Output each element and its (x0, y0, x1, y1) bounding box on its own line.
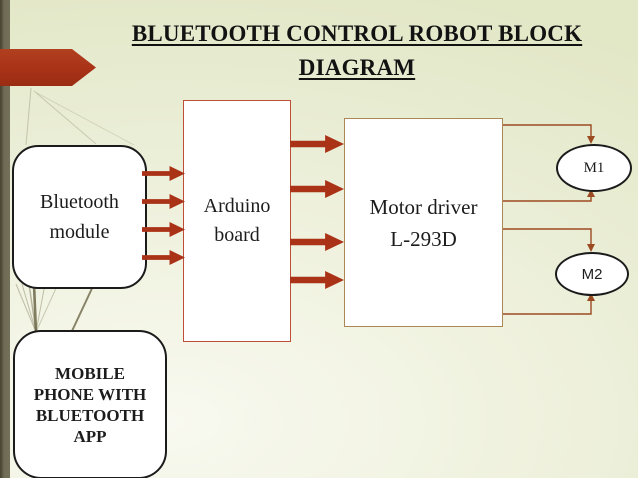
node-motor-m2: M2 (555, 252, 629, 296)
node-motor-driver-label: Motor driver L-293D (369, 194, 478, 251)
node-motor-m1: M1 (556, 144, 632, 192)
node-bluetooth-module-label: Bluetooth module (40, 191, 119, 243)
slide-title-line2: DIAGRAM (298, 55, 416, 80)
node-motor-driver: Motor driver L-293D (344, 118, 503, 327)
slide-title: BLUETOOTH CONTROL ROBOT BLOCK DIAGRAM (104, 17, 610, 85)
node-mobile-phone: MOBILE PHONE WITH BLUETOOTH APP (13, 330, 167, 478)
theme-side-bar (0, 0, 10, 478)
node-arduino-board-label: Arduino board (203, 195, 271, 246)
node-bluetooth-module: Bluetooth module (12, 145, 147, 289)
node-mobile-phone-label: MOBILE PHONE WITH BLUETOOTH APP (33, 363, 147, 446)
node-arduino-board: Arduino board (183, 100, 291, 342)
node-motor-m1-label: M1 (583, 159, 605, 176)
node-motor-m2-label: M2 (581, 265, 603, 283)
slide-title-line1: BLUETOOTH CONTROL ROBOT BLOCK (131, 21, 583, 46)
